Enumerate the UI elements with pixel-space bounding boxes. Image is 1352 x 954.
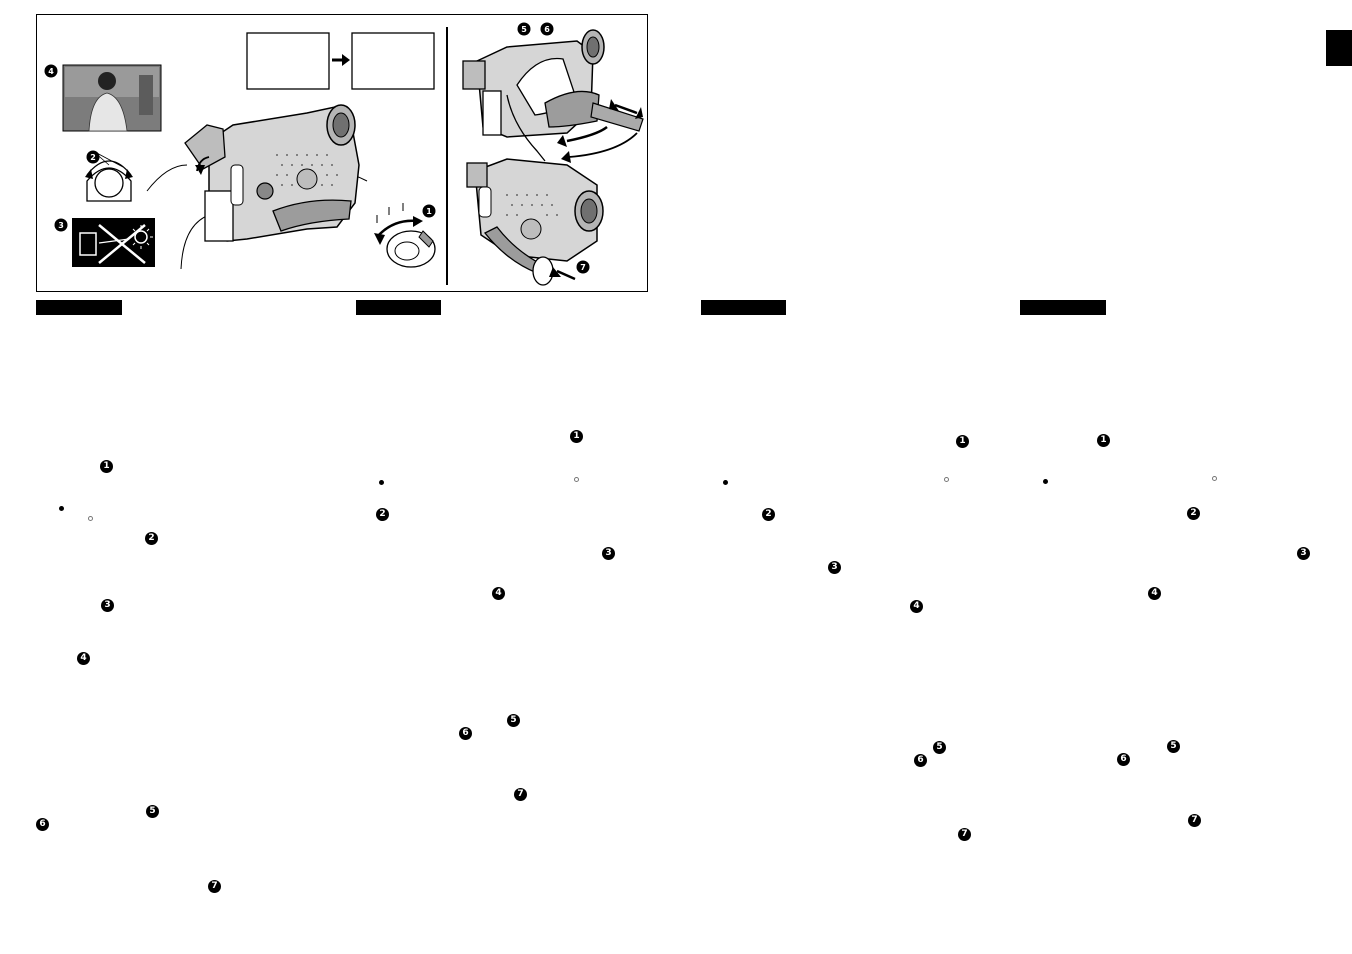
column-4-header-bar — [1020, 300, 1106, 315]
column-3-marker-5: 5 — [933, 741, 946, 754]
column-2-header-bar — [356, 300, 441, 315]
arrow-right-icon — [332, 54, 350, 66]
page-edge-tab — [1326, 30, 1352, 66]
column-3-bullet — [723, 480, 728, 485]
svg-text:4: 4 — [48, 67, 54, 76]
dial-illustration — [85, 150, 133, 202]
column-3-header-bar — [701, 300, 786, 315]
svg-text:3: 3 — [58, 221, 64, 230]
column-1-marker-3: 3 — [101, 599, 114, 612]
illustration-svg: 1 2 3 4 5 6 7 — [44, 22, 644, 286]
column-2-marker-4: 4 — [492, 587, 505, 600]
column-4-marker-4: 4 — [1148, 587, 1161, 600]
column-3-marker-6: 6 — [914, 754, 927, 767]
column-1-marker-2: 2 — [145, 532, 158, 545]
column-1-marker-4: 4 — [77, 652, 90, 665]
callout-3: 3 — [54, 218, 68, 232]
column-3-degree-mark — [944, 477, 949, 482]
svg-text:1: 1 — [426, 207, 432, 216]
column-3-marker-7: 7 — [958, 828, 971, 841]
svg-text:2: 2 — [90, 153, 96, 162]
column-3-marker-3: 3 — [828, 561, 841, 574]
column-1-header-bar — [36, 300, 122, 315]
column-4-marker-2: 2 — [1187, 507, 1200, 520]
hand-strap-illustration — [462, 29, 644, 163]
callout-4: 4 — [44, 64, 58, 78]
column-4-marker-7: 7 — [1188, 814, 1201, 827]
double-arrow-icon — [609, 99, 643, 119]
column-2-marker-3: 3 — [602, 547, 615, 560]
power-switch-icon — [374, 203, 436, 268]
column-1-bullet — [59, 506, 64, 511]
column-3-marker-1: 1 — [956, 435, 969, 448]
column-1-marker-1: 1 — [100, 460, 113, 473]
no-sunlight-icon — [72, 218, 155, 267]
callout-1: 1 — [422, 204, 436, 218]
svg-text:7: 7 — [580, 263, 586, 272]
camcorder-illustration — [184, 104, 360, 242]
svg-text:6: 6 — [544, 25, 550, 34]
column-4-marker-5: 5 — [1167, 740, 1180, 753]
column-4-marker-3: 3 — [1297, 547, 1310, 560]
column-4-bullet — [1043, 479, 1048, 484]
column-3-marker-2: 2 — [762, 508, 775, 521]
callout-7: 7 — [576, 260, 590, 274]
column-4-marker-6: 6 — [1117, 753, 1130, 766]
lens-cap-illustration — [466, 158, 604, 286]
column-2-marker-7: 7 — [514, 788, 527, 801]
column-2-bullet — [379, 480, 384, 485]
column-2-marker-2: 2 — [376, 508, 389, 521]
column-3-marker-4: 4 — [910, 600, 923, 613]
callout-6: 6 — [540, 22, 554, 36]
column-1-marker-6: 6 — [36, 818, 49, 831]
column-2-degree-mark — [574, 477, 579, 482]
column-1-marker-7: 7 — [208, 880, 221, 893]
column-2-marker-1: 1 — [570, 430, 583, 443]
column-4-marker-1: 1 — [1097, 434, 1110, 447]
screen-before-box — [246, 32, 330, 90]
column-4-degree-mark — [1212, 476, 1217, 481]
column-2-marker-5: 5 — [507, 714, 520, 727]
callout-5: 5 — [517, 22, 531, 36]
screen-after-box — [351, 32, 435, 90]
svg-text:5: 5 — [521, 25, 527, 34]
column-1-degree-mark — [88, 516, 93, 521]
column-1-marker-5: 5 — [146, 805, 159, 818]
viewfinder-picture — [62, 64, 162, 132]
illustration-panel: 1 2 3 4 5 6 7 — [36, 14, 648, 292]
column-2-marker-6: 6 — [459, 727, 472, 740]
callout-2: 2 — [86, 150, 100, 164]
